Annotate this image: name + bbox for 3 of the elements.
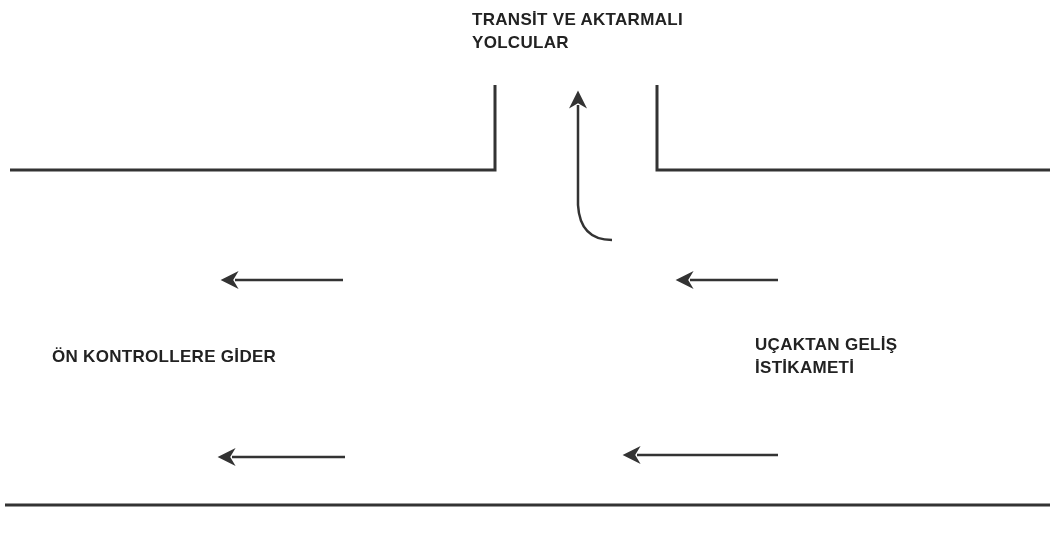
area-label: ÖN KONTROLLERE GİDER	[52, 346, 278, 368]
area-label: UÇAKTAN GELİŞ İSTİKAMETİ	[755, 334, 899, 379]
area-label: TRANSİT VE AKTARMALI YOLCULAR	[472, 9, 684, 54]
